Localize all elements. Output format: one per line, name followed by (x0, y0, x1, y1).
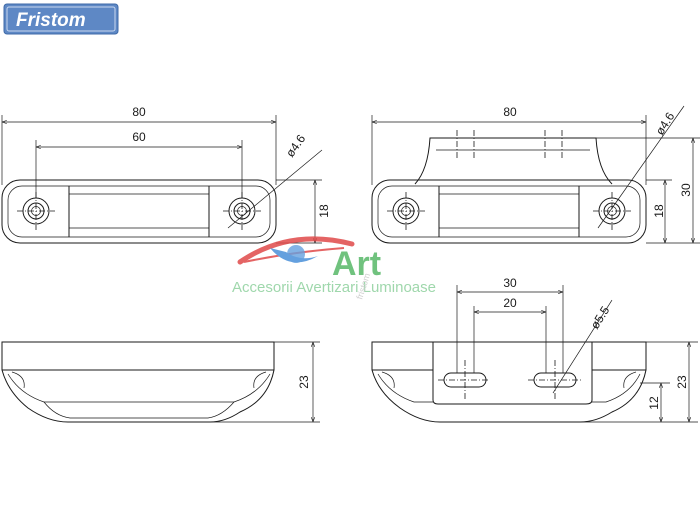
dim-height: 18 (652, 204, 666, 218)
dim-height: 18 (317, 204, 331, 218)
dim-height: 23 (297, 375, 311, 389)
view-top-right: 80 18 30 ø4.6 (371, 105, 700, 244)
dim-slot-inner: 20 (503, 296, 517, 310)
dim-height: 23 (675, 375, 689, 389)
dim-hole-diameter: ø4.6 (653, 110, 678, 138)
dim-overall-length: 80 (503, 105, 517, 119)
dim-hole-spacing: 60 (132, 130, 146, 144)
art-watermark: Art Accesorii Avertizari Luminoase frist… (232, 236, 436, 301)
dim-hole-diameter: ø4.6 (283, 132, 308, 160)
view-bottom-right: 30 20 ø5.5 23 12 (371, 276, 698, 423)
view-bottom-left: 23 (1, 341, 320, 423)
watermark-brand: Art (332, 245, 381, 283)
dim-slot-outer: 30 (503, 276, 517, 290)
dim-total-height: 30 (679, 183, 693, 197)
logo-text: Fristom (16, 10, 86, 31)
dim-overall-length: 80 (132, 105, 146, 119)
dim-base-height: 12 (647, 396, 661, 410)
dim-slot-diameter: ø5.5 (588, 304, 613, 332)
fristom-logo: Fristom (3, 3, 119, 35)
view-top-left: 80 60 18 ø4.6 (1, 105, 331, 244)
watermark-tagline: Accesorii Avertizari Luminoase (232, 279, 436, 296)
